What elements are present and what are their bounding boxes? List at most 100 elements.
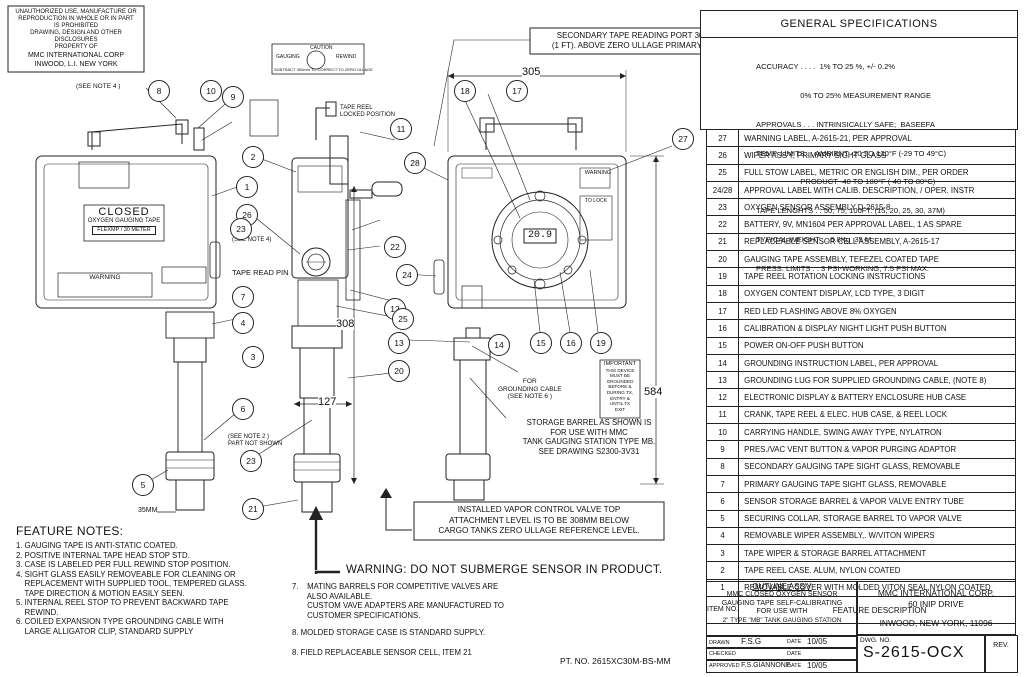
tb-desc-line: MMC CLOSED OXYGEN SENSOR xyxy=(726,591,838,598)
feature-note: REPLACEMENT WITH SUPPLIED TOOL, TEMPERED… xyxy=(16,579,247,588)
parts-item-desc: TAPE REEL CASE. ALUM, NYLON COATED xyxy=(738,561,1016,580)
rev-cell: REV. xyxy=(984,635,1018,673)
callout-bubble: 25 xyxy=(392,308,414,330)
callout-bubble: 21 xyxy=(242,498,264,520)
parts-header-item: ITEM NO. xyxy=(705,596,740,625)
feature-note: 1. GAUGING TAPE IS ANTI-STATIC COATED. xyxy=(16,541,178,550)
parts-item-no: 15 xyxy=(705,336,740,355)
note-line: TANK GAUGING STATION TYPE MB. xyxy=(522,437,656,446)
label-line: MUST BE xyxy=(609,373,631,379)
parts-item-no: 9 xyxy=(705,440,740,459)
spec-line: ACCURACY . . . . 1% TO 25 %, +/- 0.2% xyxy=(756,62,896,72)
feature-note: 7. MATING BARRELS FOR COMPETITIVE VALVES… xyxy=(292,582,499,591)
drawn-label: DRAWN xyxy=(709,640,730,646)
small-label-outline xyxy=(249,99,279,137)
parts-header-row: ITEM NO. FEATURE DESCRIPTION xyxy=(705,596,1016,625)
label-line: THIS DEVICE xyxy=(605,367,635,373)
warning-submerge: WARNING: DO NOT SUBMERGE SENSOR IN PRODU… xyxy=(346,564,663,576)
secondary-port-note: SECONDARY TAPE READING PORT 300MM (1 FT)… xyxy=(533,31,745,51)
parts-item-desc: OXYGEN SENSOR ASSEMBLY D-2615-8 xyxy=(738,198,1016,217)
checked-date-label: DATE xyxy=(787,651,802,657)
feature-note: 4. SIGHT GLASS EASILY REMOVEABLE FOR CLE… xyxy=(16,569,236,579)
callout-bubble: 11 xyxy=(390,118,412,140)
note-line: ATTACHMENT LEVEL IS TO BE 308MM BELOW xyxy=(448,515,630,525)
approved-row: APPROVED F.S.GIANNONE DATE 10/05 xyxy=(706,659,858,673)
crank-handle xyxy=(371,181,403,197)
callout-bubble: 3 xyxy=(242,346,264,368)
parts-item-no: 13 xyxy=(705,371,740,390)
parts-item-no: 22 xyxy=(705,215,740,234)
parts-item-no: 3 xyxy=(705,544,740,563)
closed-title: CLOSED xyxy=(98,206,150,218)
note-line: SEE DRAWING S2300-3V31 xyxy=(538,446,640,456)
spec-line: APPROVALS . . . INTRINSICALLY SAFE; BASE… xyxy=(756,119,935,129)
parts-item-desc: PRES./VAC VENT BUTTON & VAPOR PURGING AD… xyxy=(738,440,1016,459)
label-line: BEFORE & xyxy=(608,384,632,390)
parts-item-no: 21 xyxy=(705,232,740,252)
parts-item-no: 24/28 xyxy=(705,180,740,200)
gauging-label-left: GAUGING xyxy=(276,54,300,60)
tape-direction-label-outline xyxy=(78,161,130,189)
parts-item-no: 7 xyxy=(705,474,740,494)
feature-note: CUSTOMER SPECIFICATIONS. xyxy=(292,610,421,620)
parts-item-no: 16 xyxy=(705,319,740,338)
checked-row: CHECKED DATE xyxy=(706,647,858,661)
closed-label: CLOSED OXYGEN GAUGING TAPE FLEXMP / 30 M… xyxy=(84,206,164,236)
disclaimer-frame xyxy=(7,5,145,73)
parts-item-no: 17 xyxy=(705,301,740,321)
note-line: FOR USE WITH MMC xyxy=(550,427,628,437)
dwg-no-cell: DWG. NO. S-2615-OCX xyxy=(856,635,986,673)
left-case-outline xyxy=(35,155,217,309)
feature-note: REWIND. xyxy=(16,607,59,617)
spec-title: GENERAL SPECIFICATIONS xyxy=(701,11,1017,38)
rev-label: REV. xyxy=(993,642,1009,649)
feature-note: LARGE ALLIGATOR CLIP, STANDARD SUPPLY xyxy=(16,626,194,636)
vent-button-outline xyxy=(193,127,205,151)
warning-label-outline xyxy=(57,272,153,298)
dim-127: 127 xyxy=(318,396,337,408)
general-specifications: GENERAL SPECIFICATIONS ACCURACY . . . . … xyxy=(700,10,1018,273)
parts-item-desc: REMOVABLE COVER WITH MOLDED VITON SEAL,N… xyxy=(738,578,1016,598)
see-note4-top: (SEE NOTE 4 ) xyxy=(76,83,121,90)
callout-bubble: 23 xyxy=(230,218,252,240)
dim-308: 308 xyxy=(336,318,355,330)
parts-item-desc: GROUNDING INSTRUCTION LABEL, PER APPROVA… xyxy=(738,353,1016,373)
callout-bubble: 17 xyxy=(506,80,528,102)
label-line: PART NOT SHOWN xyxy=(228,441,283,447)
vapor-arrow-head xyxy=(380,488,392,498)
parts-item-desc: GROUNDING LUG FOR SUPPLIED GROUNDING CAB… xyxy=(738,371,1016,390)
feature-note: ALSO AVAILABLE. xyxy=(292,591,373,601)
feature-note: 8. MOLDED STORAGE CASE IS STANDARD SUPPL… xyxy=(292,628,486,637)
center-securing-collar xyxy=(293,453,341,483)
label-line: UNTIL TX xyxy=(609,401,631,407)
label-line: GROUNDED xyxy=(606,378,634,384)
parts-item-no: 20 xyxy=(705,250,740,269)
parts-item-no: 14 xyxy=(705,353,740,373)
warning-arrow-head xyxy=(309,506,323,520)
callout-bubble: 13 xyxy=(388,332,410,354)
parts-item-no: 8 xyxy=(705,457,740,476)
vapor-note: INSTALLED VAPOR CONTROL VALVE TOP ATTACH… xyxy=(416,505,662,537)
parts-item-desc: SENSOR STORAGE BARREL & VAPOR VALVE ENTR… xyxy=(738,492,1016,511)
feature-notes-continued: 7. MATING BARRELS FOR COMPETITIVE VALVES… xyxy=(292,582,562,657)
tape-reel-lock-label xyxy=(579,195,613,241)
note-line: INSTALLED VAPOR CONTROL VALVE TOP xyxy=(457,505,621,514)
important-label-outline xyxy=(599,359,641,419)
callout-bubble: 24 xyxy=(396,264,418,286)
label-line: GROUNDING CABLE xyxy=(498,385,562,393)
approved-label: APPROVED xyxy=(709,663,740,669)
lcd-display-value: 20.9 xyxy=(527,230,552,241)
outline-title: OUTLINE ASS'Y xyxy=(752,582,812,591)
parts-item-desc: APPROVAL LABEL WITH CALIB. DESCRIPTION, … xyxy=(738,180,1016,200)
spec-line: 0% TO 25% MEASUREMENT RANGE xyxy=(756,90,932,100)
parts-header-desc: FEATURE DESCRIPTION xyxy=(738,596,1016,625)
feature-note: 6. COILED EXPANSION TYPE GROUNDING CABLE… xyxy=(16,617,224,626)
to-lock-label: TO LOCK xyxy=(585,198,607,204)
